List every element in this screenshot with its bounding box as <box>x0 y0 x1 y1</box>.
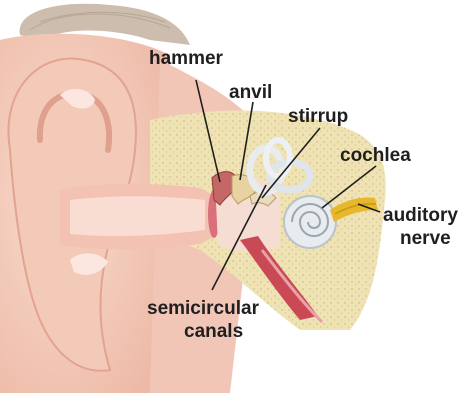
label-semicircular-line1: semicircular <box>147 298 259 320</box>
label-auditory-nerve-line1: auditory <box>383 205 458 227</box>
label-anvil: anvil <box>229 82 272 104</box>
label-hammer: hammer <box>149 48 223 70</box>
ear-canal <box>60 184 215 250</box>
label-auditory-nerve-line2: nerve <box>400 228 451 250</box>
label-cochlea: cochlea <box>340 145 411 167</box>
label-semicircular-line2: canals <box>184 321 243 343</box>
label-stirrup: stirrup <box>288 106 348 128</box>
